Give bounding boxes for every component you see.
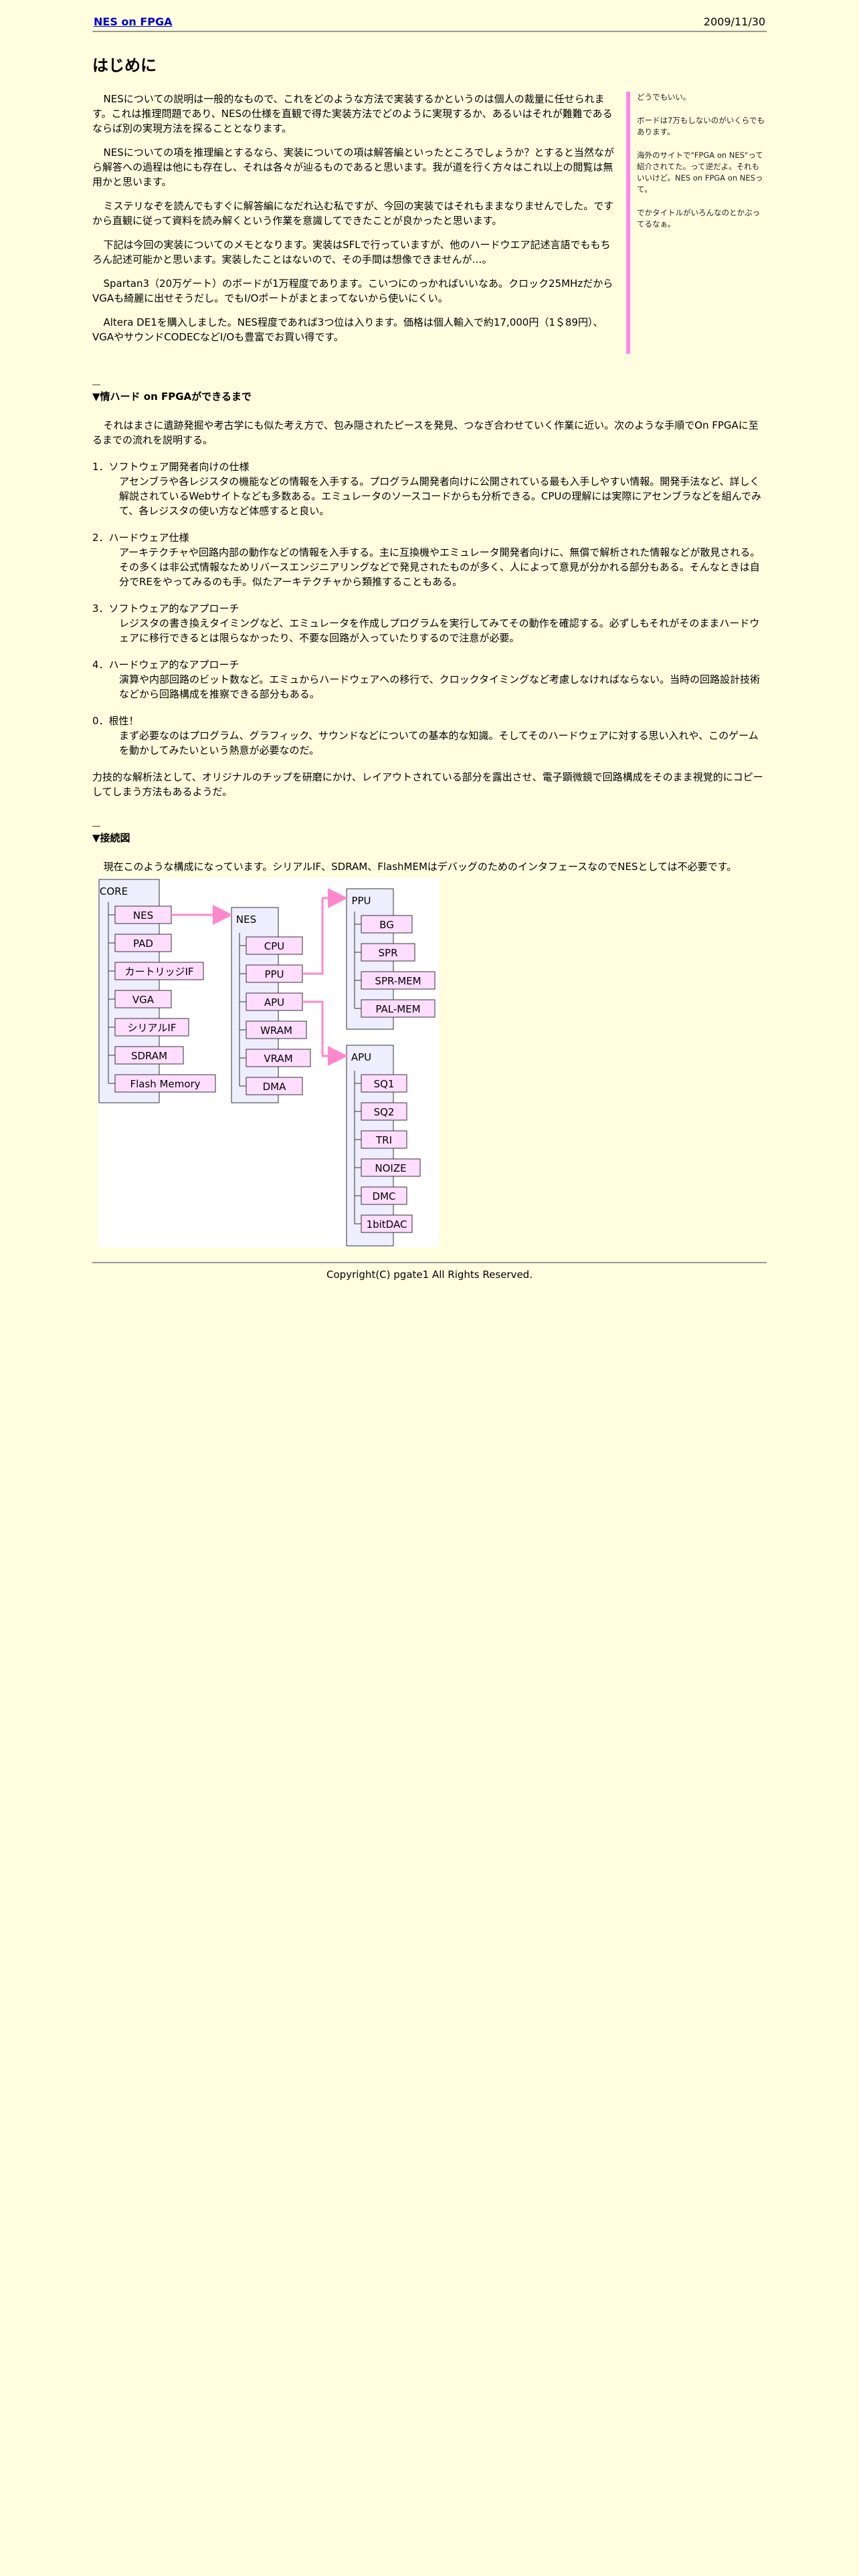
section-divider xyxy=(92,826,100,827)
side-note: ボードは7万もしないのがいくらでもあります。 xyxy=(636,116,765,136)
apu-block xyxy=(361,1186,407,1205)
flow-steps: 1．ソフトウェア開発者向けの仕様 アセンブラや各レジスタの機能などの情報を入手す… xyxy=(92,459,767,758)
flow-lead: それはまさに遺跡発掘や考古学にも似た考え方で、包み隠されたピースを発見、つなぎ合… xyxy=(92,419,759,446)
core-block-label: VGA xyxy=(132,994,155,1006)
ppu-block xyxy=(361,971,436,990)
nes-to-ppu-arrow xyxy=(302,888,348,975)
site-home-link[interactable]: NES on FPGA xyxy=(94,15,173,28)
nes-block-label: VRAM xyxy=(264,1053,292,1065)
apu-block xyxy=(361,1214,413,1233)
nes-block xyxy=(246,1021,307,1039)
intro-section: NESについての説明は一般的なもので、これをどのような方法で実装するかというのは… xyxy=(92,92,767,354)
nes-block-label: CPU xyxy=(264,940,285,952)
page: NES on FPGA 2009/11/30 はじめに NESについての説明は一… xyxy=(92,0,767,1281)
core-block-label: Flash Memory xyxy=(130,1078,200,1090)
ppu-block-label: SPR xyxy=(379,947,398,959)
core-block-label: NES xyxy=(133,909,153,922)
core-panel-title: CORE xyxy=(100,885,128,897)
connection-diagram-svg: CORE NES PAD カートリッジIF VGA シリアルIF SDRAM Flash Me… xyxy=(98,879,436,1247)
ppu-panel-title: PPU xyxy=(351,895,371,907)
apu-panel-title: APU xyxy=(351,1051,371,1063)
ppu-block xyxy=(361,915,413,934)
side-note: どうでもいい。 xyxy=(636,92,691,102)
ppu-block xyxy=(361,943,415,962)
step-body: 演算や内部回路のビット数など。エミュからハードウェアへの移行で、クロックタイミン… xyxy=(119,673,761,700)
apu-block-label: 1bitDAC xyxy=(367,1218,407,1230)
side-note: 海外のサイトで"FPGA on NES"って紹介されてた。って逆だよ。それもいい… xyxy=(636,150,763,194)
ppu-block-label: BG xyxy=(379,919,394,931)
step-body: アーキテクチャや回路内部の動作などの情報を入手する。主に互換機やエミュレータ開発… xyxy=(119,546,761,588)
flow-step: 3．ソフトウェア的なアプローチ レジスタの書き換えタイミングなど、エミュレータを… xyxy=(92,601,767,645)
intro-body: NESについての説明は一般的なもので、これをどのような方法で実装するかというのは… xyxy=(92,92,618,354)
step-body: アセンブラや各レジスタの機能などの情報を入手する。プログラム開発者向けに公開され… xyxy=(119,475,761,517)
flow-step: 0．根性！ まず必要なのはプログラム、グラフィック、サウンドなどについての基本的… xyxy=(92,714,767,758)
core-block-label: SDRAM xyxy=(131,1050,167,1062)
nes-to-apu-arrow xyxy=(302,1000,348,1066)
nes-block xyxy=(246,992,303,1011)
conn-section-title: ▼接続図 xyxy=(92,832,130,844)
nes-block-label: APU xyxy=(264,996,284,1008)
flow-step: 1．ソフトウェア開発者向けの仕様 アセンブラや各レジスタの機能などの情報を入手す… xyxy=(92,459,767,518)
step-heading: 0．根性！ xyxy=(92,715,139,727)
ppu-block-label: SPR-MEM xyxy=(375,975,421,987)
apu-block-label: SQ2 xyxy=(374,1106,395,1118)
core-block-label: シリアルIF xyxy=(128,1022,177,1034)
step-heading: 3．ソフトウェア的なアプローチ xyxy=(92,603,240,615)
step-body: レジスタの書き換えタイミングなど、エミュレータを作成しプログラムを実行してみてそ… xyxy=(119,617,760,644)
apu-block xyxy=(361,1102,407,1121)
flow-section-title: ▼情ハード on FPGAができるまで xyxy=(92,391,252,403)
intro-paragraph: Altera DE1を購入しました。NES程度であれば3つ位は入ります。価格は個… xyxy=(92,316,603,343)
core-block xyxy=(114,934,172,952)
intro-paragraph: NESについての項を推理編とするなら、実装についての項は解答編といったところでし… xyxy=(92,146,614,188)
intro-title: はじめに xyxy=(92,56,157,75)
core-block xyxy=(114,905,172,924)
nes-panel-title: NES xyxy=(236,914,256,926)
flow-step: 4．ハードウェア的なアプローチ 演算や内部回路のビット数など。エミュからハードウ… xyxy=(92,657,767,702)
conn-lead: 現在このような構成になっています。シリアルIF、SDRAM、FlashMEMはデ… xyxy=(103,861,737,873)
ppu-block-label: PAL-MEM xyxy=(375,1003,420,1015)
copyright-text: Copyright(C) pgate1 All Rights Reserved. xyxy=(326,1269,533,1281)
apu-block xyxy=(361,1130,407,1149)
connection-diagram: CORE NES PAD カートリッジIF VGA シリアルIF SDRAM Flash Me… xyxy=(98,878,439,1247)
apu-block-label: SQ1 xyxy=(374,1078,395,1090)
nes-block-label: DMA xyxy=(263,1081,286,1093)
step-body: まず必要なのはプログラム、グラフィック、サウンドなどについての基本的な知識。そし… xyxy=(119,730,759,756)
nes-block-label: PPU xyxy=(264,968,284,980)
nes-block xyxy=(246,936,303,955)
core-block-label: PAD xyxy=(133,938,153,950)
apu-block-label: NOIZE xyxy=(375,1162,406,1174)
flow-step: 2．ハードウェア仕様 アーキテクチャや回路内部の動作などの情報を入手する。主に互… xyxy=(92,530,767,589)
intro-paragraph: NESについての説明は一般的なもので、これをどのような方法で実装するかというのは… xyxy=(92,93,613,134)
footer: Copyright(C) pgate1 All Rights Reserved. xyxy=(92,1262,767,1281)
step-heading: 4．ハードウェア的なアプローチ xyxy=(92,659,240,671)
core-block-label: カートリッジIF xyxy=(124,966,193,978)
side-notes: どうでもいい。 ボードは7万もしないのがいくらでもあります。 海外のサイトで"F… xyxy=(626,92,767,354)
top-bar: NES on FPGA 2009/11/30 xyxy=(92,8,767,32)
intro-paragraph: ミステリなぞを読んでもすぐに解答編になだれ込む私ですが、今回の実装ではそれもまま… xyxy=(92,200,614,227)
page-date: 2009/11/30 xyxy=(703,15,765,28)
apu-block-label: DMC xyxy=(373,1190,396,1202)
step-heading: 2．ハードウェア仕様 xyxy=(92,532,189,544)
apu-block-label: TRI xyxy=(375,1134,392,1146)
step-heading: 1．ソフトウェア開発者向けの仕様 xyxy=(92,461,250,473)
intro-paragraph: 下記は今回の実装についてのメモとなります。実装はSFLで行っていますが、他のハー… xyxy=(92,239,611,265)
intro-paragraph: Spartan3（20万ゲート）のボードが1万程度であります。こいつにのっかれば… xyxy=(92,278,613,304)
side-note: でかタイトルがいろんなのとかぶってるなぁ。 xyxy=(636,208,760,229)
flow-closing: 力技的な解析法として、オリジナルのチップを研磨にかけ、レイアウトされている部分を… xyxy=(92,771,763,798)
nes-block-label: WRAM xyxy=(260,1025,292,1037)
